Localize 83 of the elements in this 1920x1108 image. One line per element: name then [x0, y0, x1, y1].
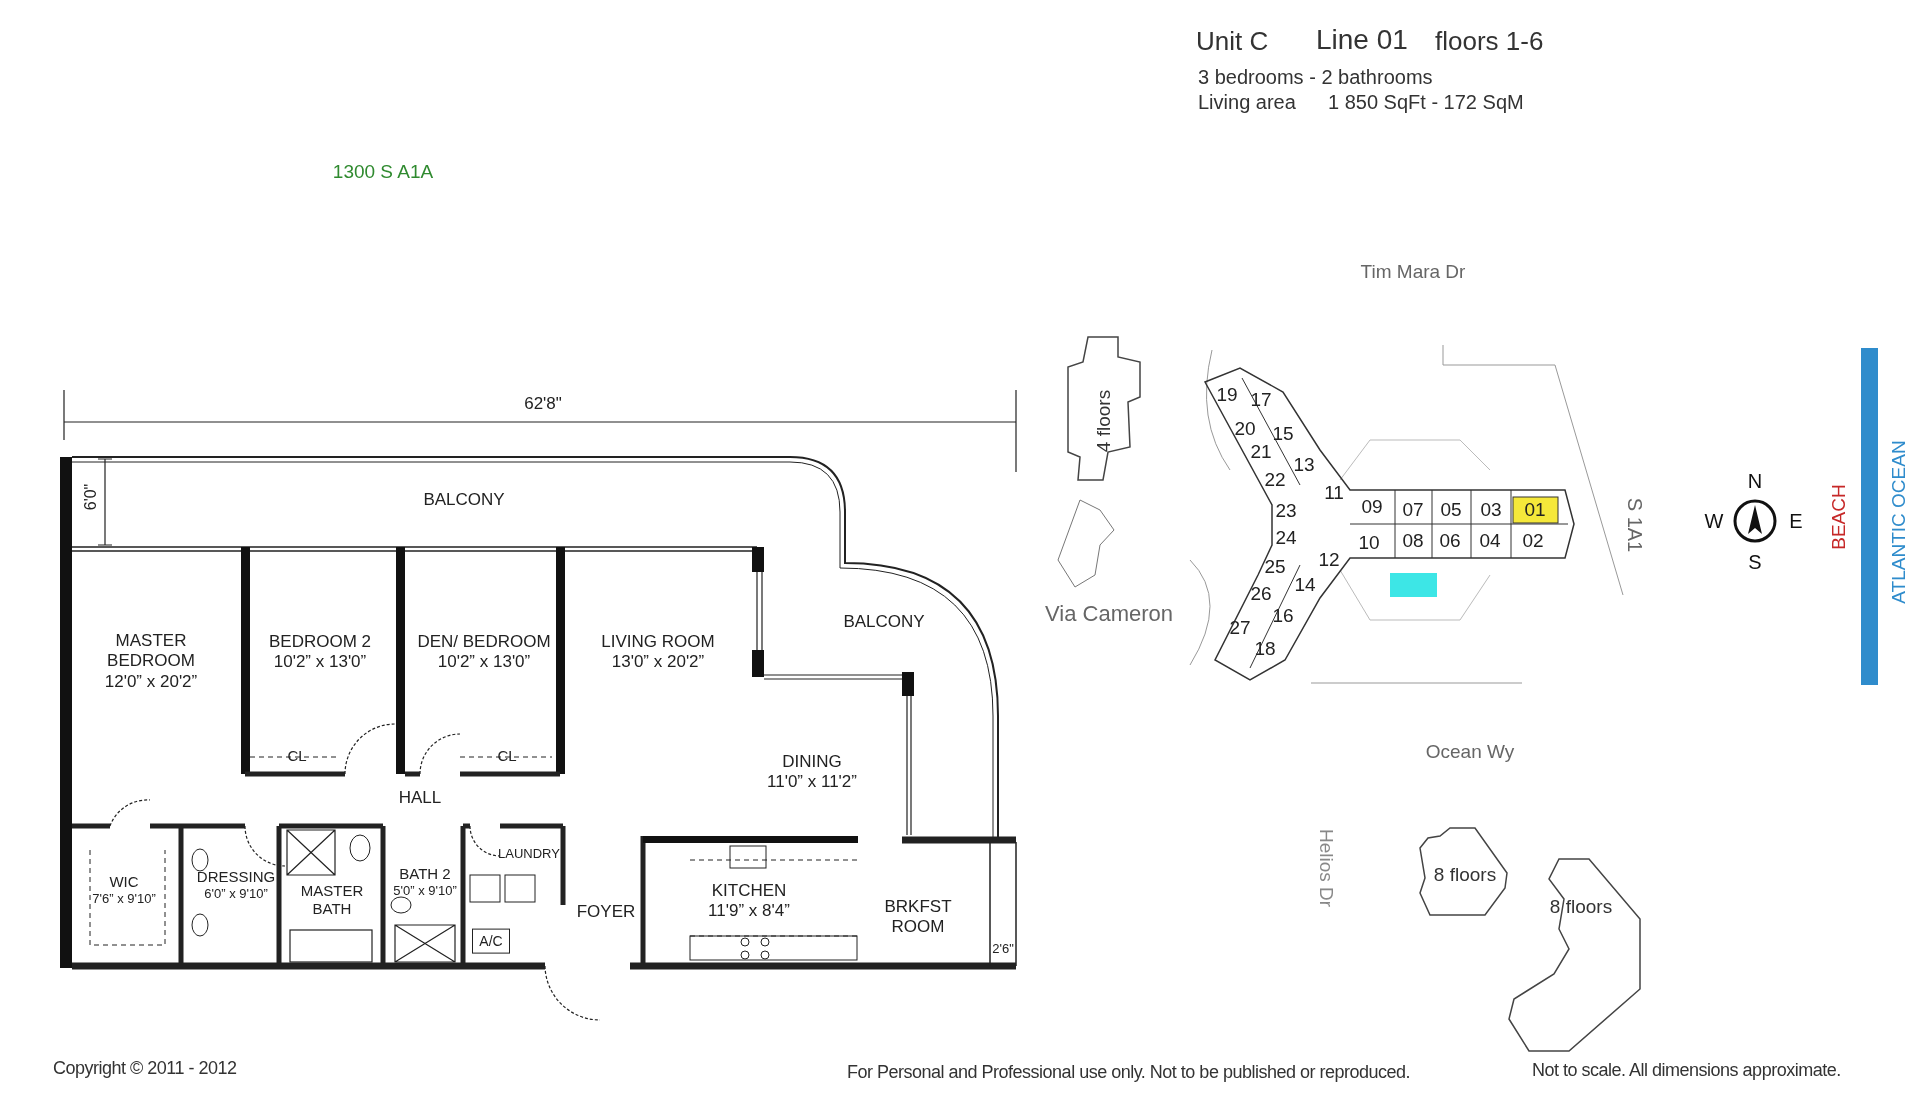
- unit-number: 04: [1479, 530, 1501, 552]
- room-name: BALCONY: [842, 611, 926, 633]
- room-dimension: 13'0” x 20'2”: [610, 652, 706, 673]
- street-name: Ocean Wy: [1425, 741, 1515, 763]
- room-dimension: 10'2” x 13'0”: [436, 652, 532, 673]
- unit-number: 21: [1250, 441, 1272, 463]
- room-dimension: 11'0” x 11'2”: [766, 772, 858, 793]
- unit-number: 07: [1402, 499, 1424, 521]
- unit-number: 10: [1358, 532, 1380, 554]
- unit-title: Line 01: [1316, 23, 1408, 57]
- unit-number: 23: [1275, 500, 1297, 522]
- unit-number: 18: [1254, 638, 1276, 660]
- unit-number: 27: [1229, 617, 1251, 639]
- room-name: BEDROOM 2: [268, 631, 372, 652]
- unit-number: 03: [1480, 499, 1502, 521]
- unit-number: 15: [1272, 423, 1294, 445]
- room-name: BRKFST ROOM: [883, 896, 953, 938]
- unit-info-text: Living area: [1198, 90, 1296, 114]
- floor-count: 4 floors: [1093, 389, 1115, 453]
- room-name: CL: [496, 747, 518, 765]
- room-dimension: 6'0” x 9'10”: [203, 886, 269, 902]
- compass-letter: E: [1789, 509, 1803, 533]
- room-name: CL: [286, 747, 308, 765]
- compass-letter: S: [1748, 550, 1762, 574]
- unit-number: 01: [1524, 499, 1546, 521]
- unit-number: 14: [1294, 574, 1316, 596]
- unit-info-text: 3 bedrooms - 2 bathrooms: [1198, 65, 1433, 89]
- street-name: Via Cameron: [1045, 601, 1173, 627]
- address-text: 1300 S A1A: [332, 161, 434, 183]
- unit-number: 16: [1272, 605, 1294, 627]
- unit-number: 22: [1264, 469, 1286, 491]
- unit-number: 25: [1264, 556, 1286, 578]
- room-dimension: 7'6” x 9'10”: [91, 891, 157, 907]
- dimension-text: 2'6": [992, 941, 1014, 957]
- unit-number: 06: [1439, 530, 1461, 552]
- street-name: Helios Dr: [1315, 828, 1337, 908]
- unit-number: 24: [1275, 527, 1297, 549]
- compass-letter: W: [1704, 509, 1724, 533]
- room-name: DEN/ BEDROOM: [416, 631, 552, 652]
- room-dimension: 10'2” x 13'0”: [272, 652, 368, 673]
- unit-number: 19: [1216, 384, 1238, 406]
- unit-number: 11: [1324, 482, 1344, 504]
- unit-number: 13: [1293, 454, 1315, 476]
- unit-number: 17: [1250, 389, 1272, 411]
- footer-note: For Personal and Professional use only. Not to be published or reproduced.: [847, 1061, 1411, 1083]
- street-name: Tim Mara Dr: [1360, 261, 1466, 283]
- floor-count: 8 floors: [1549, 896, 1613, 918]
- street-name: S 1A1: [1622, 497, 1646, 553]
- room-name: MASTER BATH: [299, 882, 365, 918]
- room-dimension: 12'0” x 20'2”: [103, 672, 199, 693]
- room-name: KITCHEN: [710, 880, 788, 901]
- unit-number: 20: [1234, 418, 1256, 440]
- room-name: BALCONY: [422, 489, 506, 511]
- room-name: FOYER: [575, 901, 637, 923]
- room-name: LIVING ROOM: [600, 631, 716, 652]
- room-dimension: 11'9” x 8'4”: [707, 901, 791, 922]
- unit-number: 02: [1522, 530, 1544, 552]
- room-name: DINING: [781, 751, 843, 772]
- room-name: HALL: [397, 787, 443, 809]
- unit-title: Unit C: [1196, 27, 1269, 57]
- compass-letter: N: [1747, 469, 1763, 493]
- dimension-text: 6'0": [81, 483, 100, 511]
- area-name: ATLANTIC OCEAN: [1888, 440, 1910, 604]
- room-name: DRESSING: [195, 868, 277, 887]
- unit-number: 08: [1402, 530, 1424, 552]
- dimension-text: 62'8": [524, 394, 562, 414]
- unit-number: 26: [1250, 583, 1272, 605]
- room-name: A/C: [478, 932, 504, 950]
- unit-number: 05: [1440, 499, 1462, 521]
- floor-count: 8 floors: [1433, 864, 1497, 886]
- room-name: LAUNDRY: [497, 846, 561, 862]
- room-dimension: 5'0” x 9'10”: [392, 883, 458, 899]
- area-name: BEACH: [1828, 484, 1850, 550]
- unit-number: 12: [1318, 549, 1340, 571]
- copyright-text: Copyright © 2011 - 2012: [53, 1057, 237, 1079]
- unit-info-text: 1 850 SqFt - 172 SqM: [1328, 90, 1524, 114]
- unit-title: floors 1-6: [1435, 27, 1544, 57]
- room-name: MASTER BEDROOM: [106, 631, 196, 673]
- room-name: WIC: [108, 873, 140, 892]
- room-name: BATH 2: [398, 865, 452, 884]
- utility-closet: [472, 928, 510, 954]
- unit-number: 09: [1361, 496, 1383, 518]
- footer-note: Not to scale. All dimensions approximate.: [1532, 1059, 1841, 1081]
